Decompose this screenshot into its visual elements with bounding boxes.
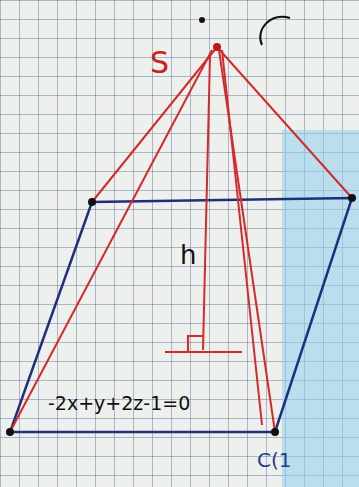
lateral-edges <box>10 47 352 432</box>
base-parallelogram <box>10 198 352 432</box>
plane-equation: -2x+y+2z-1=0 <box>48 394 190 413</box>
point-label: C(1 <box>257 450 292 470</box>
height-label: h <box>180 242 196 268</box>
cut-off-mark <box>260 17 290 45</box>
apex-label: S <box>150 48 169 78</box>
vertex-dots <box>6 17 356 436</box>
blue-patch <box>282 130 359 487</box>
